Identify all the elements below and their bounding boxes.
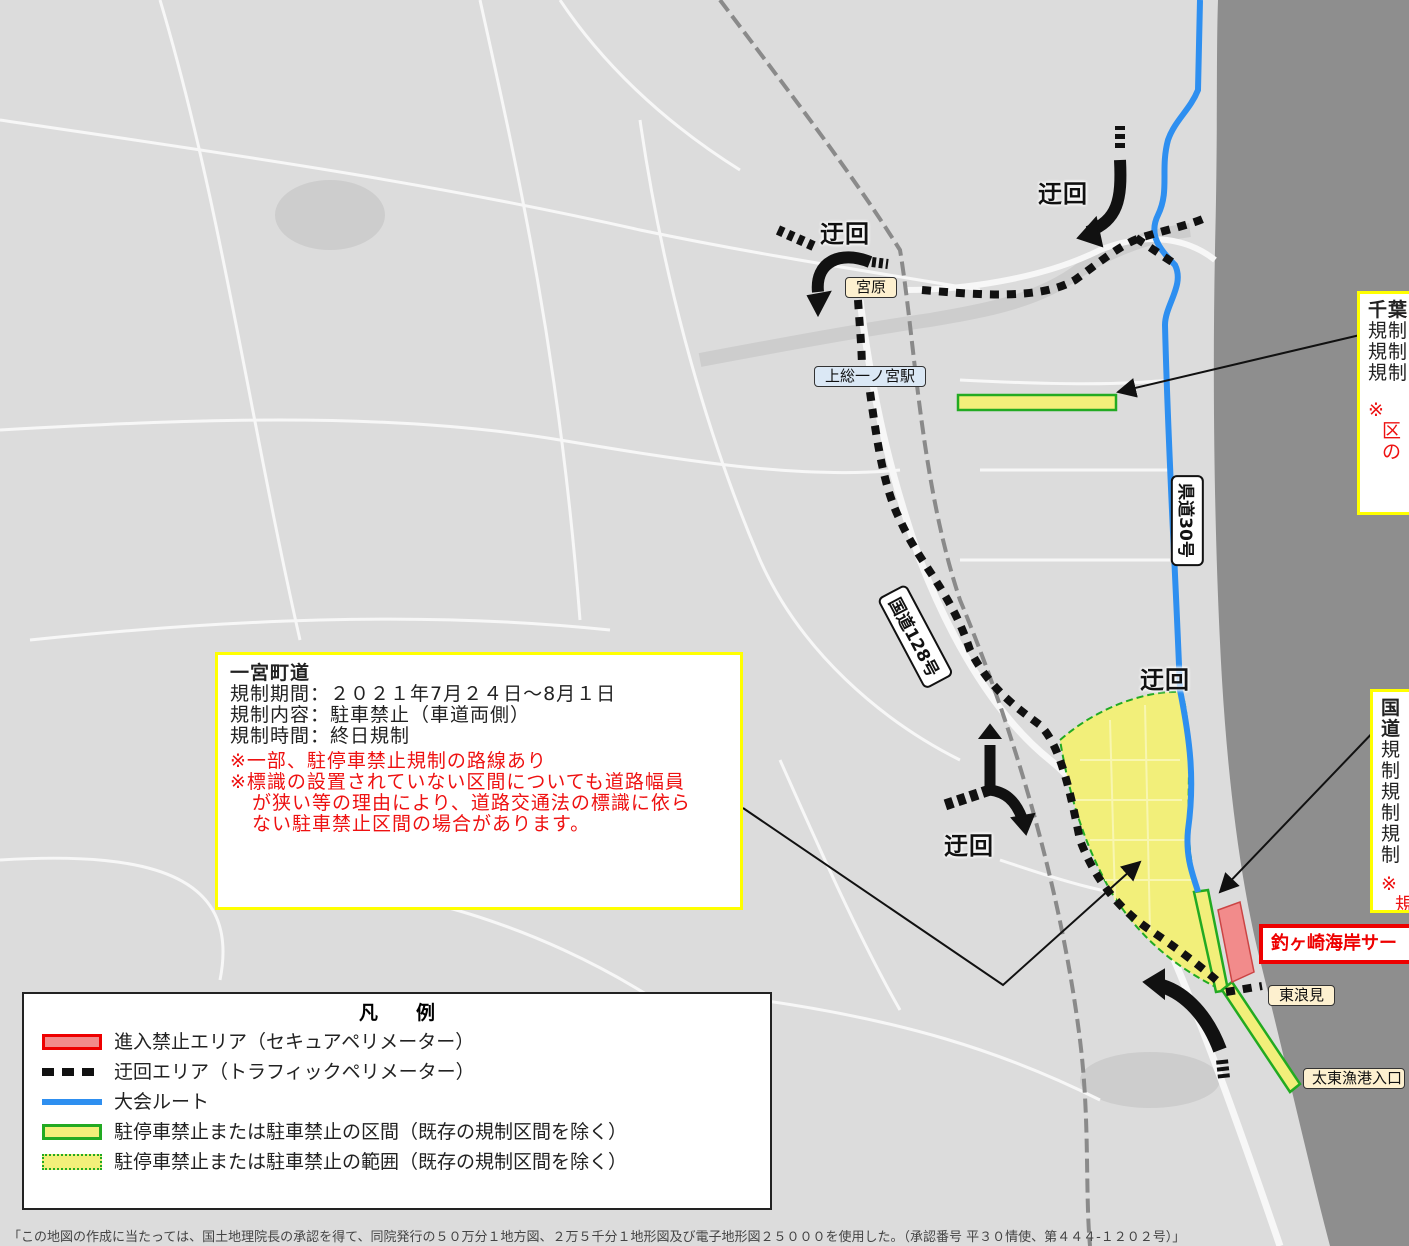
detour-arrow-icon bbox=[775, 225, 889, 318]
info-box-chiba: 千葉 規制 規制 規制 ※ 区 の bbox=[1357, 291, 1409, 515]
info-box-time: 規制時間：終日規制 bbox=[230, 725, 411, 747]
legend-label: 迂回エリア（トラフィックペリメーター） bbox=[114, 1061, 475, 1083]
info-box-note: が狭い等の理由により、道路交通法の標識に依ら bbox=[252, 792, 691, 814]
major-road bbox=[904, 236, 1217, 293]
info-box-note: ※ bbox=[1368, 399, 1385, 421]
info-box-line: 規制 bbox=[1381, 823, 1402, 866]
info-box-title: 国道 bbox=[1381, 697, 1402, 740]
lake bbox=[275, 180, 385, 250]
info-box-ichinomiya: 一宮町道 規制期間：２０２１年7月２４日～8月１日 規制内容：駐車禁止（車道両側… bbox=[215, 652, 743, 910]
map-legend: 凡 例 進入禁止エリア（セキュアペリメーター） 迂回エリア（トラフィックペリメー… bbox=[22, 992, 772, 1210]
route-label-kendo30: 県道30号 bbox=[1170, 475, 1204, 566]
detour-label: 迂回 bbox=[1038, 180, 1088, 208]
info-box-kokudo: 国道 規制 規制 規制 ※ 規 駐 bbox=[1370, 689, 1409, 913]
detour-label: 迂回 bbox=[944, 832, 994, 860]
info-box-note: ※一部、駐停車禁止規制の路線あり bbox=[230, 750, 547, 772]
map-credit-footer: 「この地図の作成に当たっては、国土地理院長の承認を得て、同院発行の５０万分１地方… bbox=[8, 1230, 1186, 1245]
legend-label: 駐停車禁止または駐車禁止の範囲（既存の規制区間を除く） bbox=[114, 1151, 628, 1173]
info-box-note: ※標識の設置されていない区間についても道路幅員 bbox=[230, 771, 685, 793]
legend-swatch-dotted-yellow-area bbox=[42, 1154, 102, 1170]
detour-label: 迂回 bbox=[1140, 666, 1190, 694]
detour-perimeter bbox=[854, 214, 1263, 996]
no-parking-section bbox=[956, 393, 1118, 412]
info-box-note: ない駐車禁止区間の場合があります。 bbox=[252, 813, 591, 835]
detour-arrow-icon bbox=[1142, 968, 1230, 1079]
legend-title: 凡 例 bbox=[358, 1002, 435, 1024]
callout-line bbox=[742, 334, 1381, 987]
minor-roads bbox=[0, 0, 1181, 1102]
major-road bbox=[856, 299, 1284, 1246]
info-box-line: 規制 bbox=[1381, 781, 1402, 824]
legend-swatch-red-area bbox=[42, 1034, 102, 1050]
station-label-miyahara: 宮原 bbox=[845, 277, 898, 298]
info-box-title: 一宮町道 bbox=[230, 662, 311, 684]
info-box-line: 規制 bbox=[1368, 341, 1409, 363]
info-box-line: 規制 bbox=[1368, 362, 1409, 384]
place-label-higashinamimi: 東浪見 bbox=[1268, 985, 1336, 1006]
info-box-period: 規制期間：２０２１年7月２４日～8月１日 bbox=[230, 683, 617, 705]
info-box-line: 規制 bbox=[1368, 320, 1409, 342]
no-parking-section bbox=[1220, 980, 1302, 1094]
legend-label: 駐停車禁止または駐車禁止の区間（既存の規制区間を除く） bbox=[114, 1121, 628, 1143]
info-box-note: ※ bbox=[1381, 873, 1398, 895]
info-box-title: 千葉 bbox=[1368, 299, 1409, 321]
detour-label: 迂回 bbox=[820, 220, 870, 248]
legend-swatch-green-yellow-bar bbox=[42, 1124, 102, 1140]
info-box-line: 規制 bbox=[1381, 739, 1402, 782]
railway bbox=[718, 0, 1092, 1246]
lake bbox=[1080, 1052, 1220, 1108]
secure-perimeter-area bbox=[1217, 900, 1255, 984]
legend-swatch-black-dashed bbox=[42, 1068, 102, 1076]
detour-arrow-icon bbox=[943, 723, 1036, 836]
info-box-note: 規 bbox=[1381, 895, 1409, 911]
detour-arrow-icon bbox=[1076, 126, 1127, 248]
venue-label: 釣ヶ崎海岸サー bbox=[1259, 924, 1409, 964]
race-route-line bbox=[1151, 0, 1203, 893]
info-box-note: 区 bbox=[1382, 420, 1403, 442]
info-box-content: 規制内容：駐車禁止（車道両側） bbox=[230, 704, 531, 726]
station-label-kazusa-ichinomiya: 上総一ノ宮駅 bbox=[814, 366, 927, 387]
place-label-taito-port: 太東漁港入口 bbox=[1303, 1068, 1406, 1089]
legend-swatch-blue-line bbox=[42, 1099, 102, 1105]
legend-label: 大会ルート bbox=[114, 1091, 210, 1113]
legend-label: 進入禁止エリア（セキュアペリメーター） bbox=[114, 1031, 475, 1053]
info-box-note: の bbox=[1382, 441, 1403, 463]
